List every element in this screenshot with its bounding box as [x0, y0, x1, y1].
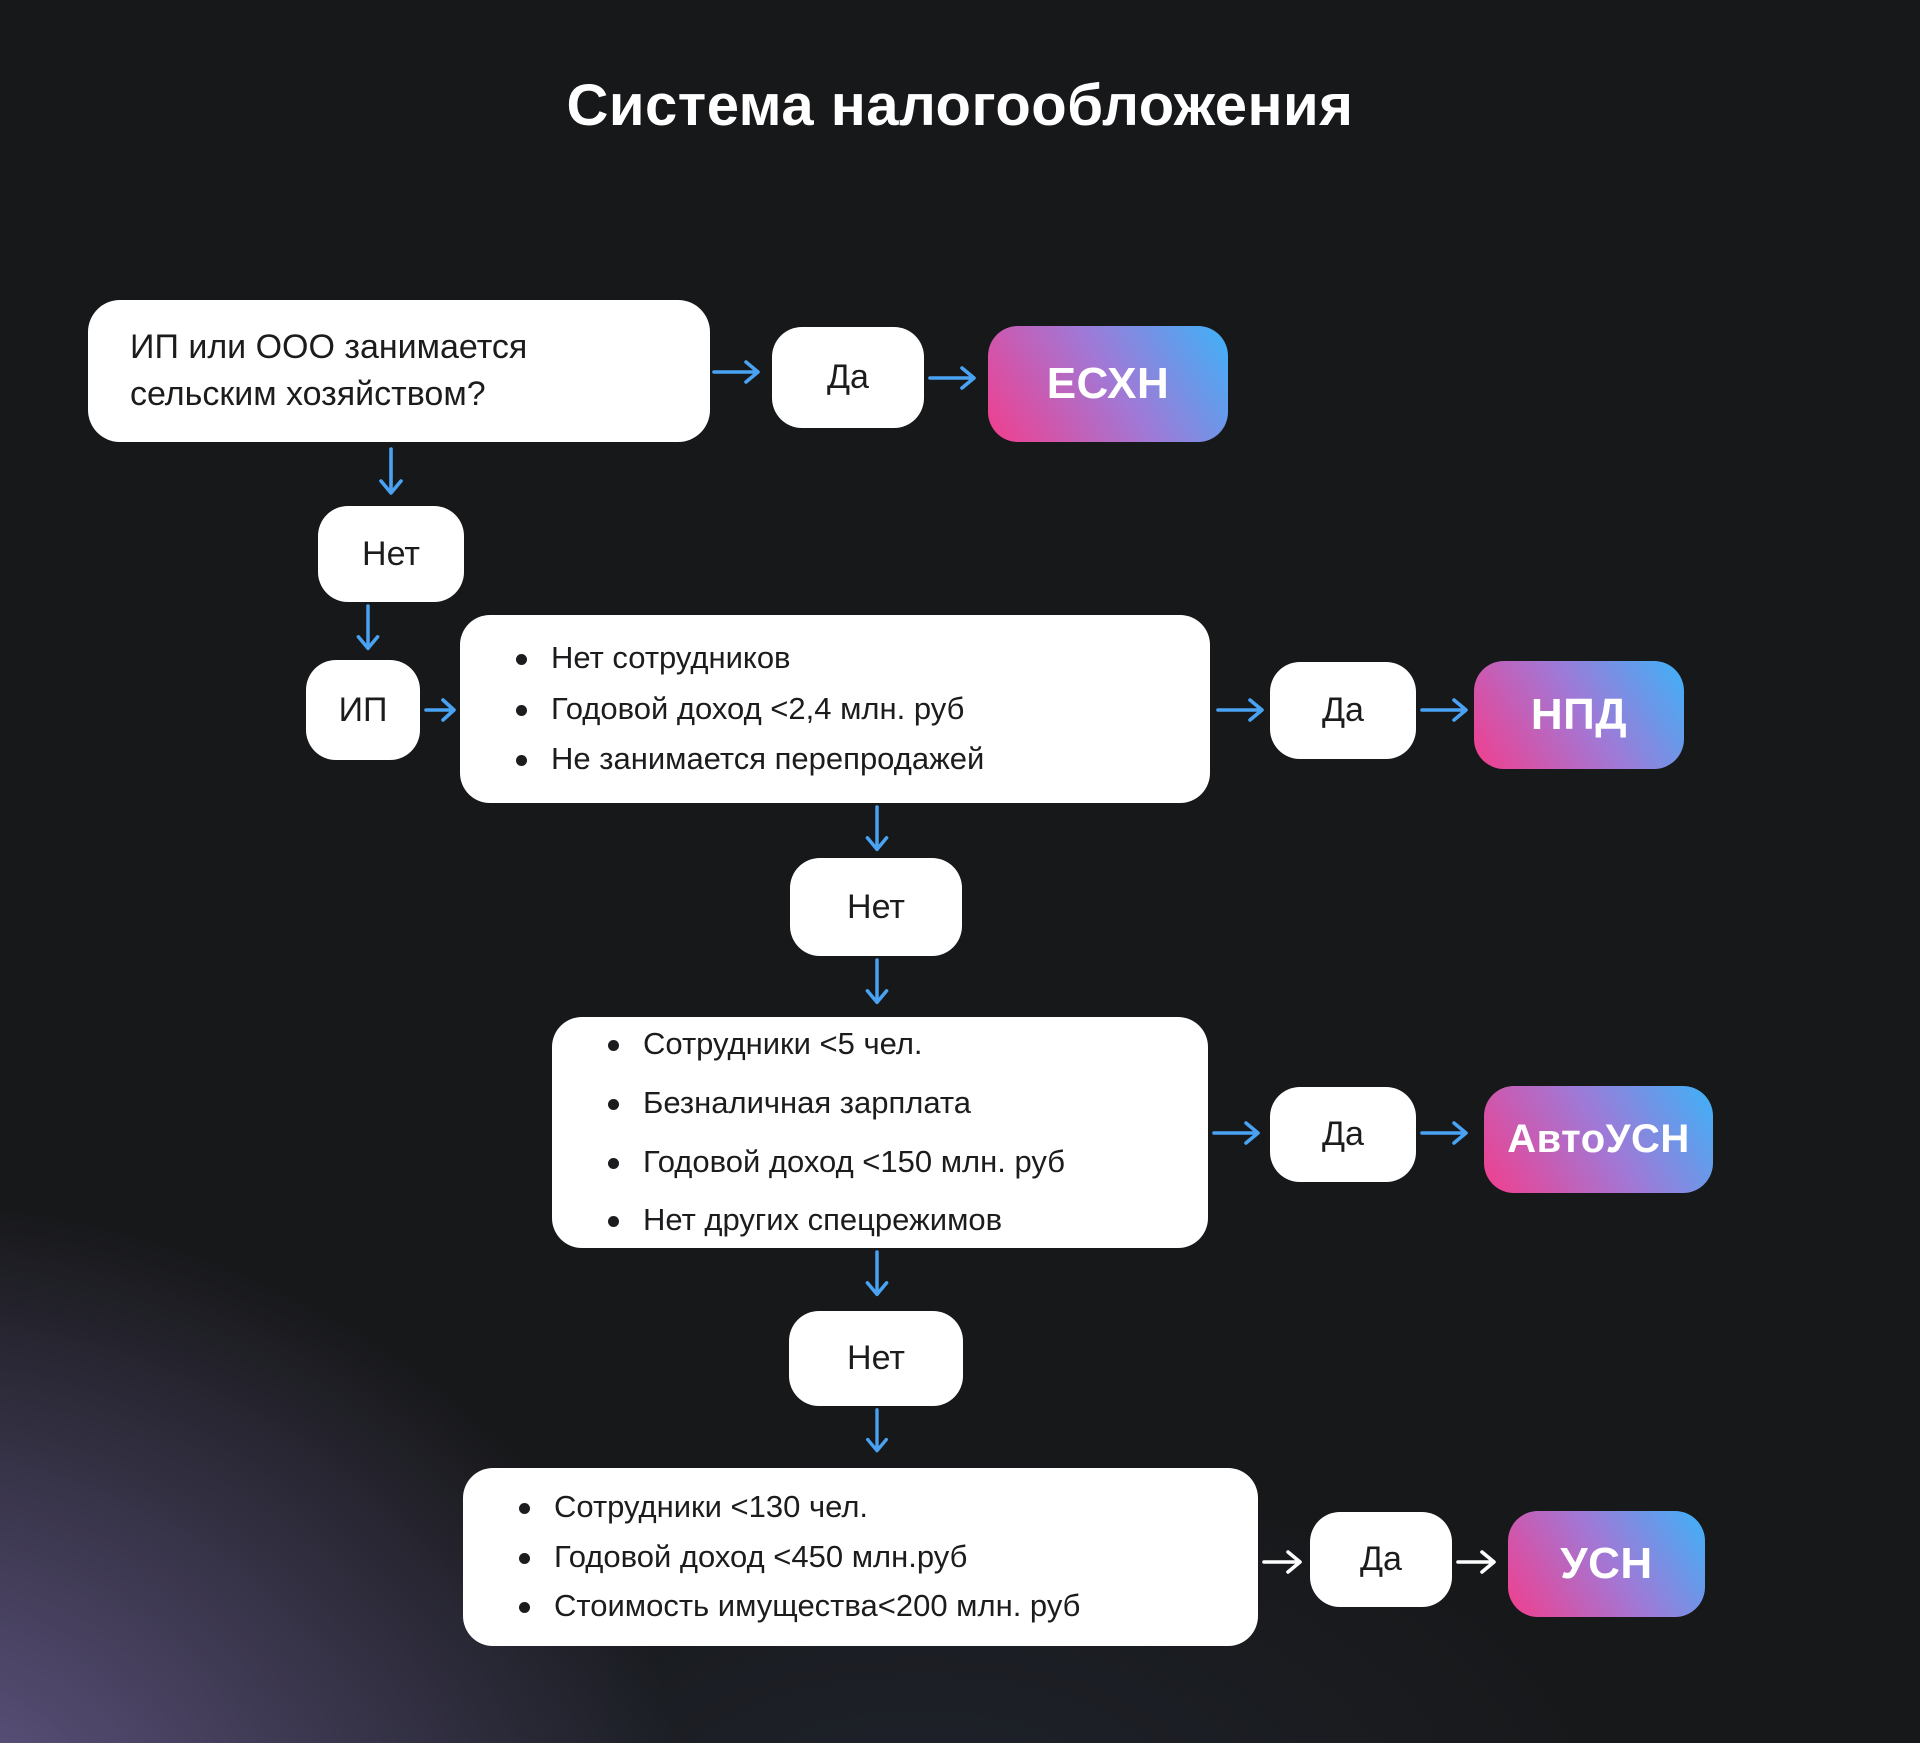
bullet-icon	[608, 1098, 619, 1110]
arrow-right-icon	[424, 698, 456, 722]
bullet-icon	[516, 755, 527, 767]
no-box-1: Нет	[318, 506, 464, 602]
no-label: Нет	[847, 1339, 905, 1377]
arrow-down-icon	[865, 1250, 889, 1297]
yes-label: Да	[1322, 691, 1364, 729]
criteria-usn-box: Сотрудники <130 чел. Годовой доход <450 …	[463, 1468, 1258, 1646]
list-item: Нет сотрудников	[516, 639, 1210, 676]
no-label: Нет	[362, 534, 420, 573]
arrow-right-icon	[1212, 1121, 1260, 1145]
bullet-icon	[608, 1216, 619, 1228]
no-box-2: Нет	[790, 858, 962, 956]
result-autousn-label: АвтоУСН	[1507, 1117, 1690, 1161]
criteria-npd-item: Нет сотрудников	[551, 639, 791, 675]
no-box-3: Нет	[789, 1311, 963, 1406]
bullet-icon	[608, 1040, 619, 1052]
yes-box-autousn: Да	[1270, 1087, 1416, 1182]
result-eshn-label: ЕСХН	[1046, 359, 1170, 408]
result-npd-box: НПД	[1474, 661, 1684, 769]
arrow-right-icon	[928, 366, 976, 390]
list-item: Стоимость имущества<200 млн. руб	[519, 1589, 1258, 1624]
bullet-icon	[516, 704, 527, 716]
result-usn-box: УСН	[1508, 1511, 1705, 1617]
arrow-right-icon	[1262, 1550, 1302, 1574]
criteria-usn-item: Годовой доход <450 млн.руб	[554, 1538, 968, 1574]
yes-label: Да	[1322, 1115, 1364, 1153]
criteria-npd-box: Нет сотрудников Годовой доход <2,4 млн. …	[460, 615, 1210, 803]
arrow-down-icon	[865, 805, 889, 852]
list-item: Годовой доход <450 млн.руб	[519, 1538, 1258, 1575]
result-autousn-box: АвтоУСН	[1484, 1086, 1713, 1193]
question-agriculture-label: ИП или ООО занимается сельским хозяйство…	[130, 328, 528, 413]
criteria-autousn-item: Сотрудники <5 чел.	[643, 1026, 923, 1062]
yes-box-usn: Да	[1310, 1512, 1452, 1607]
arrow-right-icon	[1456, 1550, 1496, 1574]
list-item: Годовой доход <150 млн. руб	[608, 1143, 1208, 1180]
yes-box-eshn: Да	[772, 327, 924, 428]
list-item: Нет других спецрежимов	[608, 1202, 1208, 1238]
bullet-icon	[608, 1157, 619, 1169]
arrow-right-icon	[712, 360, 760, 384]
bullet-icon	[519, 1602, 530, 1614]
bullet-icon	[519, 1502, 530, 1514]
ip-label: ИП	[338, 690, 388, 729]
bullet-icon	[519, 1552, 530, 1564]
criteria-usn-item: Сотрудники <130 чел.	[554, 1488, 869, 1524]
yes-label: Да	[827, 358, 869, 396]
criteria-autousn-item: Нет других спецрежимов	[643, 1202, 1003, 1238]
result-usn-label: УСН	[1560, 1539, 1653, 1588]
arrow-down-icon	[865, 958, 889, 1005]
yes-box-npd: Да	[1270, 662, 1416, 759]
arrow-right-icon	[1420, 698, 1468, 722]
page-title: Система налогообложения	[566, 73, 1354, 138]
arrow-down-icon	[866, 1408, 888, 1453]
arrow-right-icon	[1216, 698, 1264, 722]
list-item: Не занимается перепродажей	[516, 742, 1210, 777]
arrow-right-icon	[1420, 1121, 1468, 1145]
criteria-autousn-box: Сотрудники <5 чел. Безналичная зарплата …	[552, 1017, 1208, 1248]
list-item: Сотрудники <5 чел.	[608, 1026, 1208, 1062]
criteria-npd-item: Годовой доход <2,4 млн. руб	[551, 690, 965, 726]
criteria-npd-item: Не занимается перепродажей	[551, 741, 985, 777]
arrow-down-icon	[379, 447, 403, 495]
criteria-usn-item: Стоимость имущества<200 млн. руб	[554, 1588, 1081, 1624]
list-item: Сотрудники <130 чел.	[519, 1488, 1258, 1525]
bullet-icon	[516, 653, 527, 665]
criteria-autousn-item: Безналичная зарплата	[643, 1084, 972, 1120]
criteria-autousn-item: Годовой доход <150 млн. руб	[643, 1143, 1065, 1179]
question-agriculture-box: ИП или ООО занимается сельским хозяйство…	[88, 300, 710, 442]
ip-box: ИП	[306, 660, 420, 760]
result-npd-label: НПД	[1530, 690, 1628, 739]
no-label: Нет	[847, 887, 905, 926]
list-item: Годовой доход <2,4 млн. руб	[516, 690, 1210, 727]
yes-label: Да	[1360, 1540, 1402, 1578]
arrow-down-icon	[356, 604, 380, 651]
list-item: Безналичная зарплата	[608, 1084, 1208, 1121]
result-eshn-box: ЕСХН	[988, 326, 1228, 442]
